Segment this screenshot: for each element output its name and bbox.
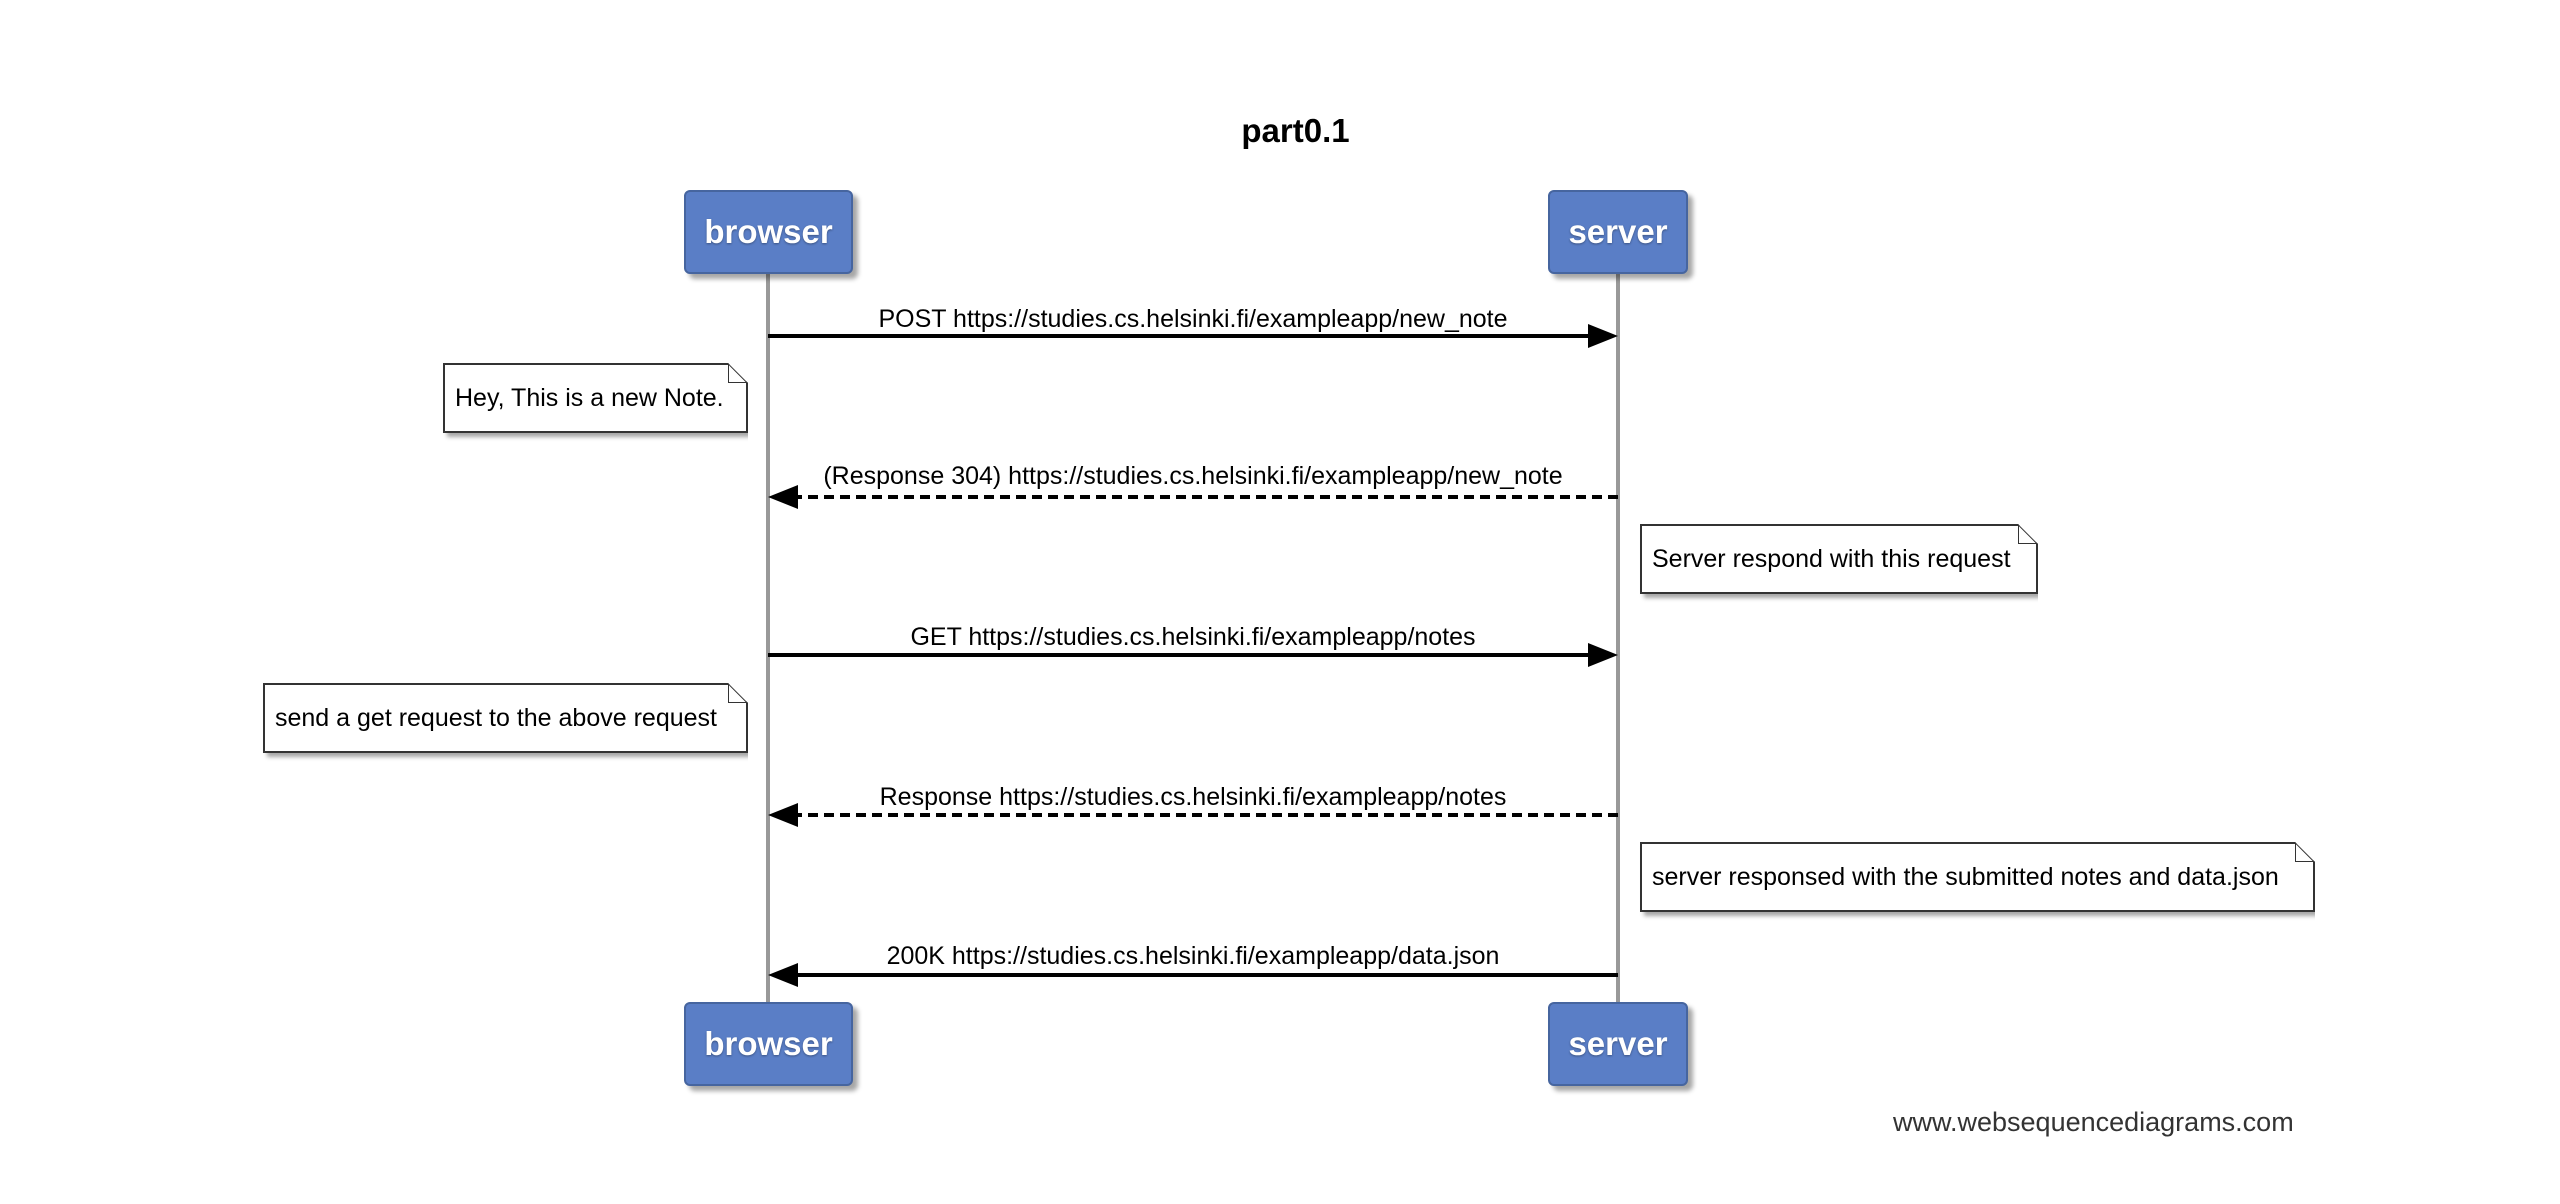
message-label: 200K https://studies.cs.helsinki.fi/exam… [886,942,1500,970]
note: send a get request to the above request [263,683,748,753]
actor-server-bottom: server [1548,1002,1688,1086]
note-text: send a get request to the above request [275,703,717,732]
note: Server respond with this request [1640,524,2038,594]
diagram-title: part0.1 [1241,112,1350,149]
message-arrowhead [1588,643,1618,667]
note: Hey, This is a new Note. [443,363,748,433]
message-label: Response https://studies.cs.helsinki.fi/… [879,783,1507,811]
note-fold-corner [728,683,748,703]
message-arrowhead [768,803,798,827]
message-label: (Response 304) https://studies.cs.helsin… [823,462,1563,490]
note-text: Server respond with this request [1652,544,2011,573]
watermark: www.websequencediagrams.com [1893,1107,2294,1137]
message-label: GET https://studies.cs.helsinki.fi/examp… [910,623,1476,651]
note-text: Hey, This is a new Note. [455,383,724,412]
actor-browser-top: browser [684,190,853,274]
message-arrowhead [768,485,798,509]
note: server responsed with the submitted note… [1640,842,2315,912]
message-label: POST https://studies.cs.helsinki.fi/exam… [878,305,1508,333]
actor-server-top: server [1548,190,1688,274]
note-text: server responsed with the submitted note… [1652,862,2279,891]
message-arrows [768,324,1618,987]
message-arrowhead [1588,324,1618,348]
message-arrowhead [768,963,798,987]
actor-browser-bottom: browser [684,1002,853,1086]
